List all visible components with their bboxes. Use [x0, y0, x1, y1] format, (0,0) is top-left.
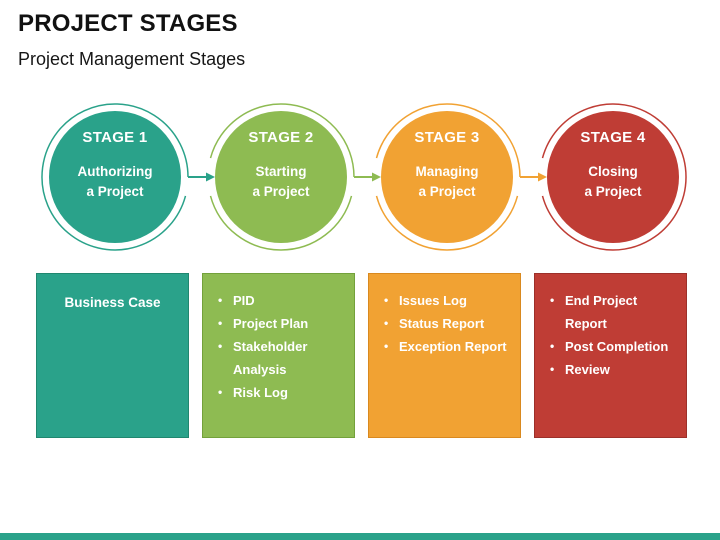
stage-4-circle: [547, 111, 679, 243]
page-title: PROJECT STAGES: [18, 10, 238, 37]
deliverables-list: • End Project Report • Post Completion •…: [535, 289, 686, 381]
deliverable-item: Issues Log: [399, 293, 467, 308]
list-item: • Risk Log: [203, 381, 354, 404]
stage-1-label: STAGE 1 Authorizing a Project: [45, 130, 185, 202]
deliverable-item: Risk Log: [233, 385, 288, 400]
spacer: [211, 146, 351, 162]
stage-3-circle: [381, 111, 513, 243]
bullet-icon: •: [384, 293, 389, 307]
spacer: [45, 146, 185, 162]
stage-2-ring-top: [209, 103, 355, 178]
arrow-3-4-head: [538, 172, 547, 182]
footer-accent-bar: [0, 533, 720, 540]
stage-4-ring: [541, 103, 687, 251]
spacer: [543, 146, 683, 162]
deliverable-item: Stakeholder Analysis: [233, 339, 308, 377]
stage-4-title: STAGE 4: [580, 129, 646, 146]
stage-1-ring: [41, 103, 189, 251]
list-item: • Post Completion: [535, 335, 686, 358]
stage-1-title: STAGE 1: [82, 129, 148, 146]
deliverables-box-stage-1: Business Case: [36, 273, 189, 438]
stage-2-text-line2: a Project: [252, 184, 310, 199]
bullet-icon: •: [550, 293, 555, 307]
stages-diagram: [41, 103, 687, 251]
list-item: • Review: [535, 358, 686, 381]
bullet-icon: •: [384, 316, 389, 330]
stage-3-ring-top: [375, 103, 521, 178]
page-subtitle: Project Management Stages: [18, 49, 246, 69]
bullet-icon: •: [550, 339, 555, 353]
stage-2-ring-bottom: [209, 195, 353, 251]
deliverables-box-stage-3: • Issues Log • Status Report • Exception…: [368, 273, 521, 438]
stage-4-label: STAGE 4 Closing a Project: [543, 130, 683, 202]
stage-3-title: STAGE 3: [414, 129, 480, 146]
deliverable-item: PID: [233, 293, 255, 308]
deliverable-item: Post Completion: [565, 339, 669, 354]
arrow-1-2-head: [206, 172, 215, 182]
stage-2-circle: [215, 111, 347, 243]
deliverable-item: End Project Report: [565, 293, 638, 331]
list-item: • Project Plan: [203, 312, 354, 335]
stage-2-title: STAGE 2: [248, 129, 314, 146]
deliverables-list: • Issues Log • Status Report • Exception…: [369, 289, 520, 358]
bullet-icon: •: [384, 339, 389, 353]
stage-1-text-line1: Authorizing: [77, 164, 153, 179]
bullet-icon: •: [218, 293, 223, 307]
deliverable-item: Exception Report: [399, 339, 507, 354]
deliverables-box-stage-2: • PID • Project Plan • Stakeholder Analy…: [202, 273, 355, 438]
list-item: • Exception Report: [369, 335, 520, 358]
stage-4-text-line1: Closing: [588, 164, 638, 179]
stage-3-ring-bottom: [375, 195, 519, 251]
stage-1-text-line2: a Project: [86, 184, 144, 199]
list-item: • Issues Log: [369, 289, 520, 312]
deliverable-item: Business Case: [64, 295, 161, 310]
arrow-2-3-head: [372, 172, 381, 182]
stage-3-text-line1: Managing: [415, 164, 479, 179]
stage-3-label: STAGE 3 Managing a Project: [377, 130, 517, 202]
bullet-icon: •: [218, 316, 223, 330]
deliverable-item: Status Report: [399, 316, 485, 331]
spacer: [377, 146, 517, 162]
list-item: • PID: [203, 289, 354, 312]
stage-1-circle: [49, 111, 181, 243]
list-item: • Status Report: [369, 312, 520, 335]
stage-2-label: STAGE 2 Starting a Project: [211, 130, 351, 202]
list-item: • End Project Report: [535, 289, 686, 335]
deliverables-list: • PID • Project Plan • Stakeholder Analy…: [203, 289, 354, 404]
bullet-icon: •: [218, 385, 223, 399]
deliverables-box-stage-4: • End Project Report • Post Completion •…: [534, 273, 687, 438]
deliverable-item: Review: [565, 362, 610, 377]
deliverable-item: Project Plan: [233, 316, 309, 331]
bullet-icon: •: [550, 362, 555, 376]
bullet-icon: •: [218, 339, 223, 353]
stage-3-text-line2: a Project: [418, 184, 476, 199]
stage-2-text-line1: Starting: [255, 164, 307, 179]
list-item: • Stakeholder Analysis: [203, 335, 354, 381]
stage-4-text-line2: a Project: [584, 184, 642, 199]
